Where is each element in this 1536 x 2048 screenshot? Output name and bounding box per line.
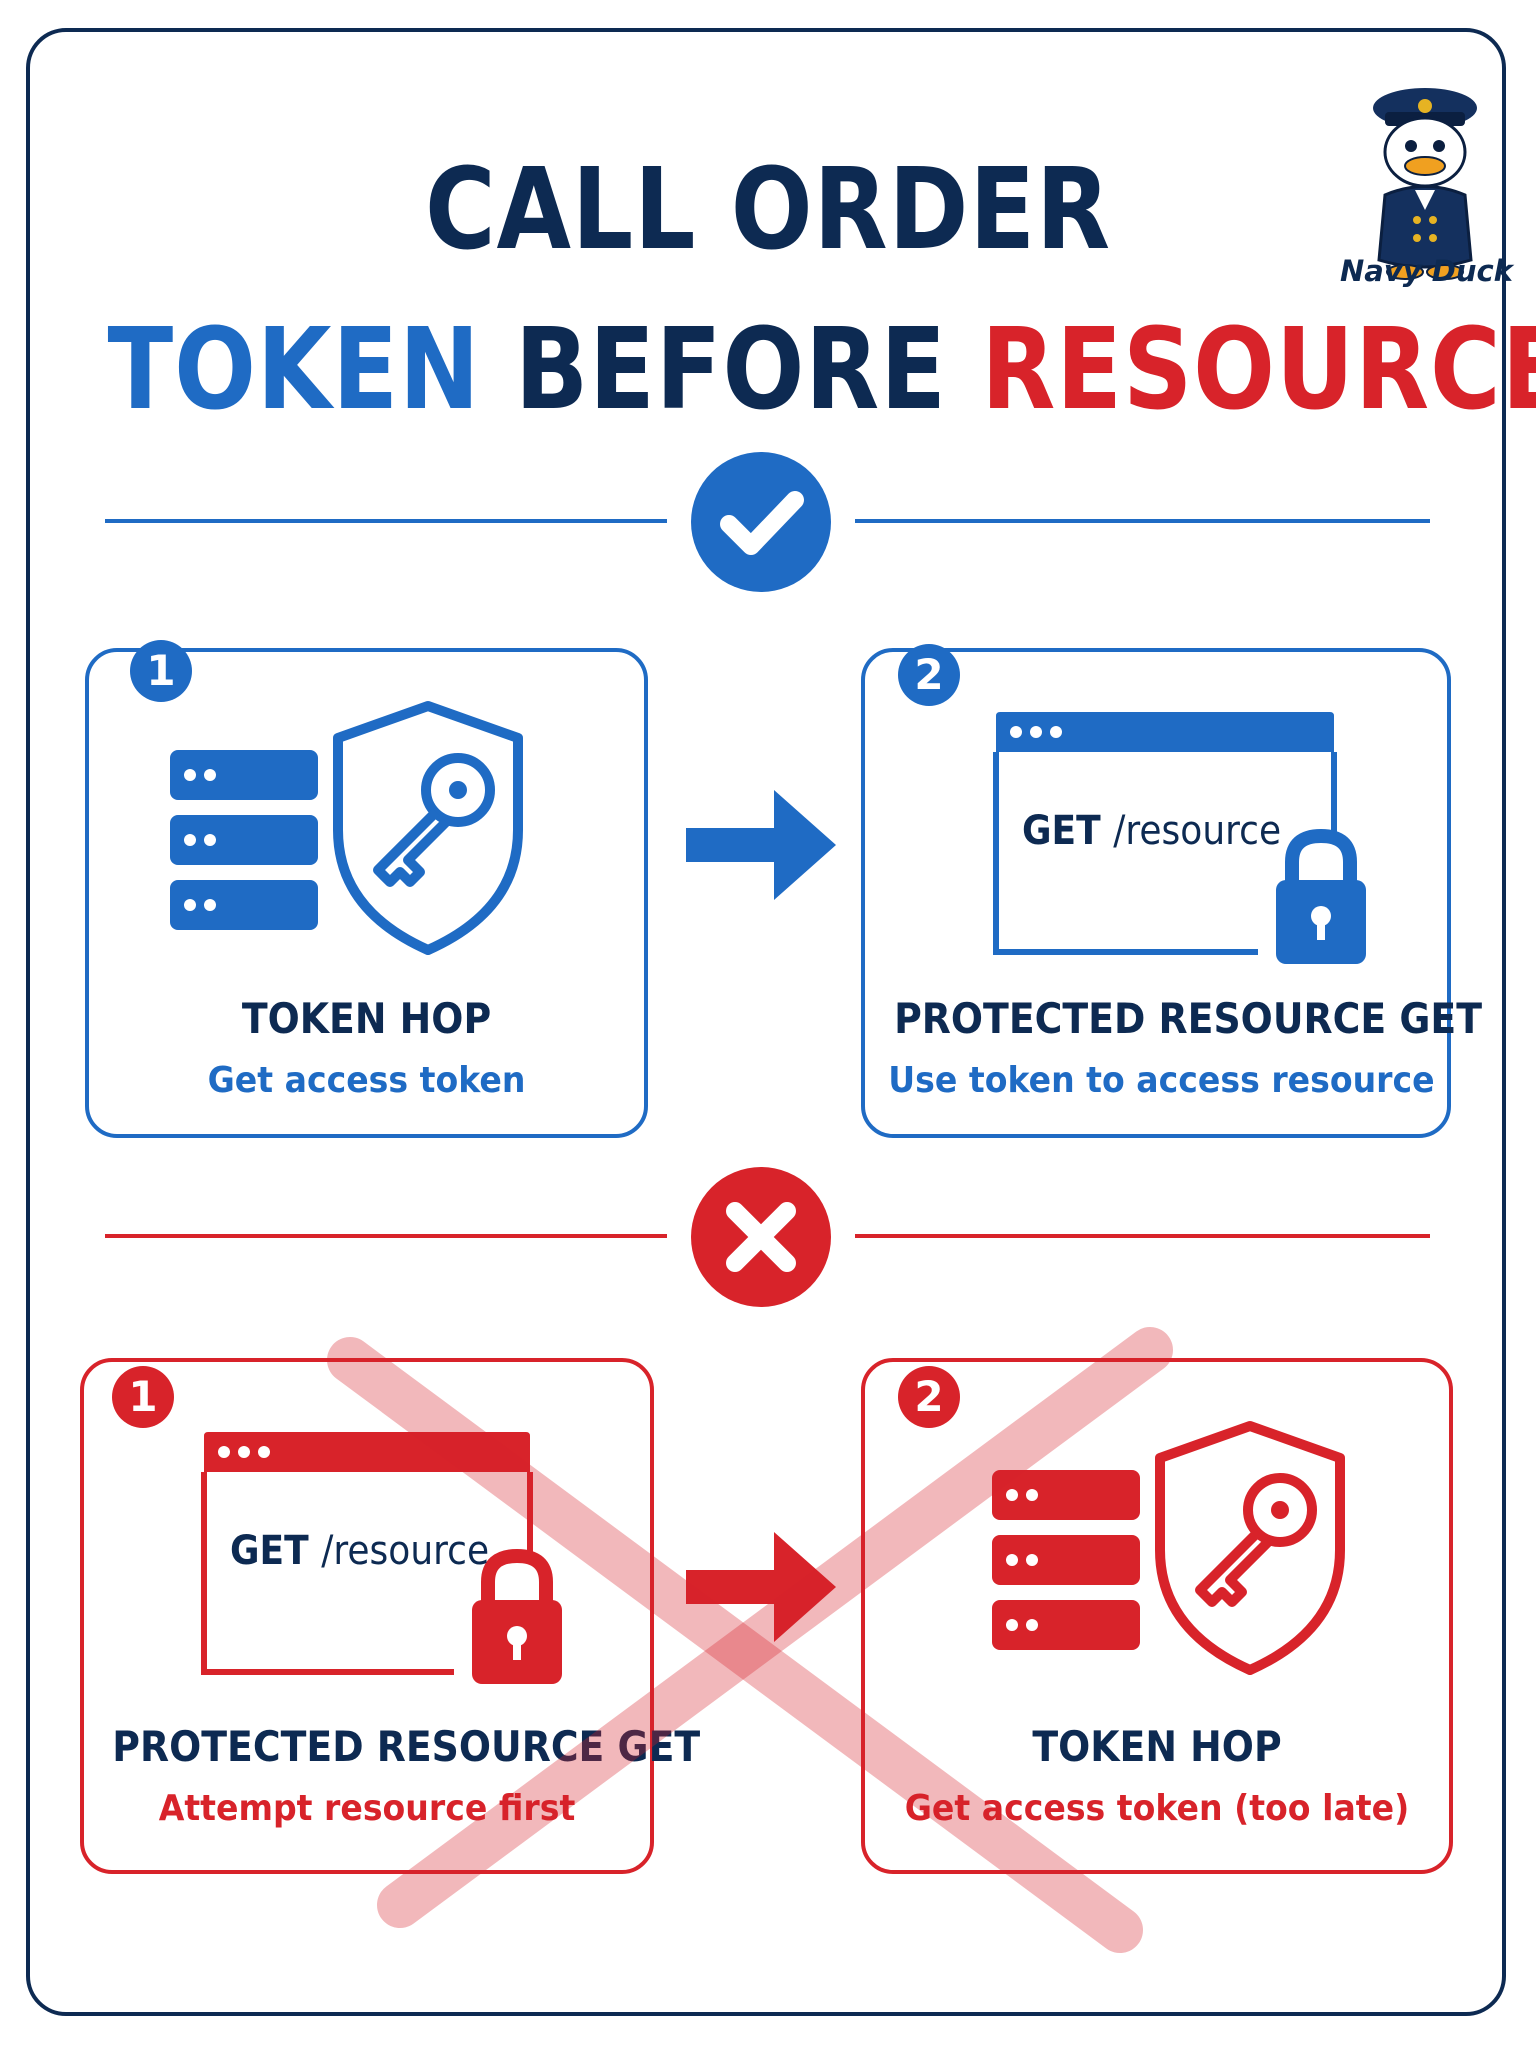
correct-step-1-number: 1 xyxy=(130,640,192,702)
server-shield-key-icon xyxy=(992,1421,1345,1675)
arrow-right-icon xyxy=(686,790,836,900)
title-call-order: CALL ORDER xyxy=(424,145,1112,275)
browser-lock-icon xyxy=(993,712,1366,964)
mascot-label: Navy Duck xyxy=(1340,254,1513,288)
title-resource-word: RESOURCE xyxy=(981,305,1536,435)
incorrect-step-1-title: PROTECTED RESOURCE GET xyxy=(112,1722,701,1771)
incorrect-step-2-title: TOKEN HOP xyxy=(1032,1722,1282,1771)
correct-step-2-number: 2 xyxy=(898,644,960,706)
incorrect-divider-right xyxy=(855,1234,1430,1238)
correct-step-2-request: GET /resource xyxy=(1022,808,1281,854)
poster-frame xyxy=(26,28,1506,2016)
server-shield-key-icon xyxy=(170,701,523,955)
correct-step-2-request-path: /resource xyxy=(1113,808,1282,854)
correct-step-2-subtitle: Use token to access resource xyxy=(888,1060,1435,1101)
correct-step-1-title: TOKEN HOP xyxy=(241,994,492,1043)
correct-divider-left xyxy=(105,519,667,523)
correct-divider-right xyxy=(855,519,1430,523)
incorrect-step-1-request-path: /resource xyxy=(321,1528,490,1574)
incorrect-step-1-request-method: GET xyxy=(230,1528,309,1574)
title-token-word: TOKEN xyxy=(107,305,481,435)
correct-step-1-subtitle: Get access token xyxy=(207,1060,526,1101)
arrow-right-icon xyxy=(686,1532,836,1642)
title-token-before-resource: TOKEN BEFORE RESOURCE xyxy=(107,300,1536,440)
correct-step-2-request-method: GET xyxy=(1022,808,1101,854)
navy-duck-mascot-icon xyxy=(1373,88,1477,280)
incorrect-step-1-request: GET /resource xyxy=(230,1528,489,1574)
incorrect-step-2-subtitle: Get access token (too late) xyxy=(904,1788,1410,1829)
incorrect-divider-left xyxy=(105,1234,667,1238)
incorrect-step-1-number: 1 xyxy=(112,1366,174,1428)
incorrect-step-1-subtitle: Attempt resource first xyxy=(158,1788,576,1829)
incorrect-step-2-number: 2 xyxy=(898,1366,960,1428)
correct-step-2-title: PROTECTED RESOURCE GET xyxy=(894,994,1482,1043)
title-before-word: BEFORE xyxy=(514,305,947,435)
check-icon xyxy=(691,452,831,592)
x-icon xyxy=(691,1167,831,1307)
